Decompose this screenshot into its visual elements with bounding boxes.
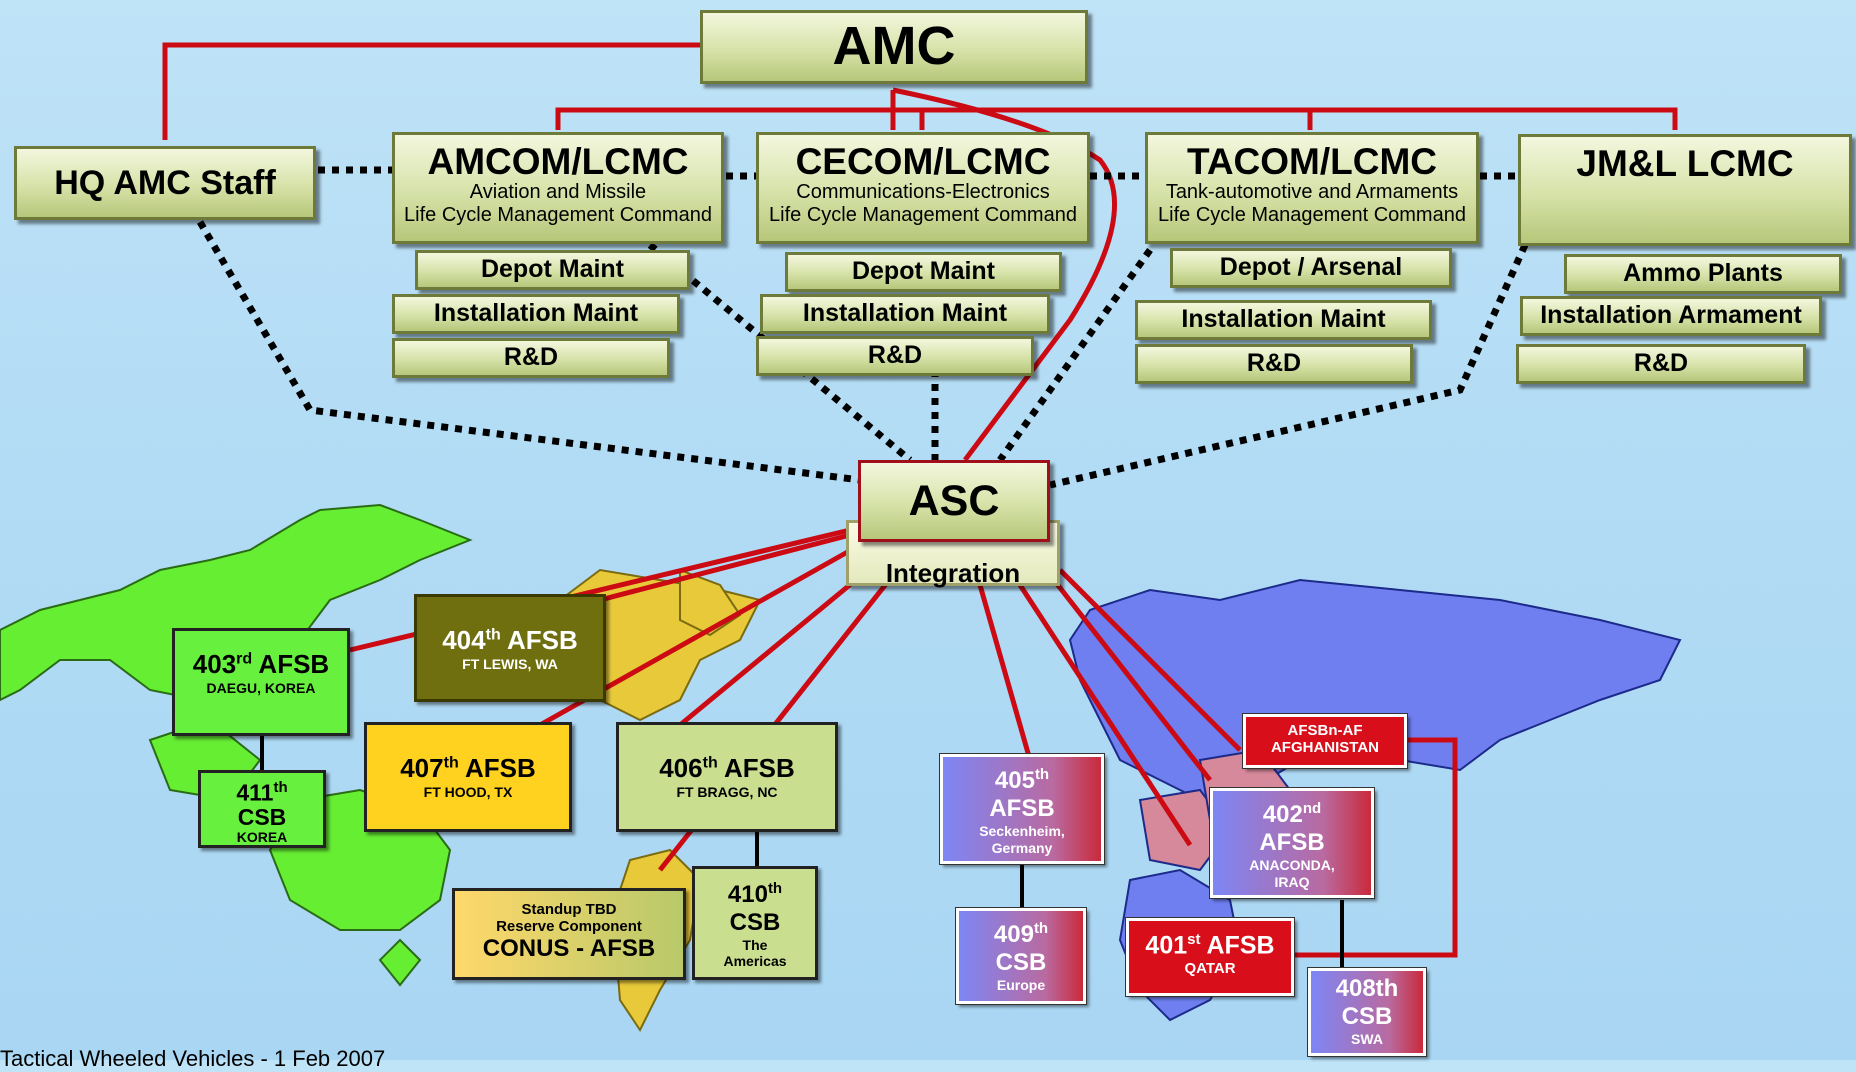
afsb-407-location: FT HOOD, TX [423, 784, 513, 800]
csb-410-line1: The [742, 937, 768, 953]
amcom-rd-label: R&D [503, 343, 559, 371]
tacom-depot-box: Depot / Arsenal [1170, 248, 1452, 288]
amcom-depot-box: Depot Maint [415, 250, 690, 290]
jml-ammo-box: Ammo Plants [1564, 254, 1842, 294]
jml-title: JM&L LCMC [1576, 143, 1794, 184]
conus-afsb-box: Standup TBD Reserve Component CONUS - AF… [452, 888, 686, 980]
cecom-box: CECOM/LCMC Communications-Electronics Li… [756, 132, 1090, 244]
jml-installation-label: Installation Armament [1540, 301, 1802, 329]
csb-410-box: 410th CSB The Americas [692, 866, 818, 980]
tacom-depot-label: Depot / Arsenal [1219, 253, 1403, 281]
afsb-404-name: 404th AFSB [442, 625, 578, 655]
cecom-rd-box: R&D [756, 336, 1034, 376]
amcom-line1: Aviation and Missile [469, 181, 647, 203]
afsbn-af-box: AFSBn-AF AFGHANISTAN [1242, 713, 1408, 769]
afsb-402-type: AFSB [1259, 829, 1325, 856]
tacom-line2: Life Cycle Management Command [1158, 204, 1466, 226]
amcom-rd-box: R&D [392, 338, 670, 378]
tacom-box: TACOM/LCMC Tank-automotive and Armaments… [1145, 132, 1479, 244]
tacom-installation-label: Installation Maint [1181, 305, 1386, 333]
cecom-rd-label: R&D [867, 341, 923, 369]
hq-amc-staff-box: HQ AMC Staff [14, 146, 316, 220]
amcom-box: AMCOM/LCMC Aviation and Missile Life Cyc… [392, 132, 724, 244]
csb-409-box: 409th CSB Europe [955, 907, 1087, 1005]
csb-408-name: 408th [1335, 975, 1399, 1002]
afsbn-af-line2: AFGHANISTAN [1270, 739, 1380, 756]
afsb-402-box: 402nd AFSB ANACONDA, IRAQ [1209, 787, 1375, 899]
afsbn-af-line1: AFSBn-AF [1287, 722, 1363, 739]
csb-410-type: CSB [729, 909, 781, 936]
cecom-title: CECOM/LCMC [795, 141, 1051, 182]
jml-rd-box: R&D [1516, 344, 1806, 384]
jml-box: JM&L LCMC [1518, 134, 1852, 246]
amc-label: AMC [832, 16, 956, 76]
conus-line1: Standup TBD [521, 901, 617, 918]
afsb-403-location: DAEGU, KOREA [206, 680, 316, 696]
afsb-401-location: QATAR [1184, 960, 1236, 978]
amcom-line2: Life Cycle Management Command [404, 204, 712, 226]
hq-amc-staff-label: HQ AMC Staff [54, 164, 276, 202]
tacom-line1: Tank-automotive and Armaments [1165, 181, 1459, 203]
afsb-405-line2: Germany [991, 840, 1053, 856]
cecom-line2: Life Cycle Management Command [769, 204, 1077, 226]
amcom-installation-label: Installation Maint [433, 299, 639, 327]
afsb-404-box: 404th AFSB FT LEWIS, WA [414, 594, 606, 702]
tacom-title: TACOM/LCMC [1186, 141, 1438, 182]
conus-title: CONUS - AFSB [482, 935, 656, 962]
afsb-401-box: 401st AFSB QATAR [1125, 917, 1295, 997]
amc-box: AMC [700, 10, 1088, 84]
afsb-406-box: 406th AFSB FT BRAGG, NC [616, 722, 838, 832]
tacom-rd-label: R&D [1246, 349, 1302, 377]
csb-409-type: CSB [995, 949, 1047, 976]
cecom-depot-label: Depot Maint [851, 257, 996, 285]
afsb-402-name: 402nd [1262, 800, 1322, 828]
asc-box: ASC [858, 460, 1050, 542]
jml-rd-label: R&D [1633, 349, 1689, 377]
afsb-405-line1: Seckenheim, [979, 823, 1065, 839]
integration-label: Integration [885, 558, 1021, 588]
asc-label: ASC [908, 477, 1000, 525]
afsb-403-name: 403rd AFSB [192, 649, 330, 679]
amcom-installation-box: Installation Maint [392, 294, 680, 334]
csb-411-name: 411th [236, 779, 288, 806]
csb-408-type: CSB [1341, 1003, 1393, 1030]
afsb-402-line1: ANACONDA, [1249, 857, 1335, 873]
afsb-406-name: 406th AFSB [659, 753, 795, 783]
csb-410-name: 410th [727, 880, 783, 908]
jml-installation-box: Installation Armament [1520, 296, 1822, 336]
cecom-depot-box: Depot Maint [785, 252, 1062, 292]
cecom-installation-box: Installation Maint [760, 294, 1050, 334]
conus-line2: Reserve Component [496, 918, 642, 935]
afsb-407-name: 407th AFSB [400, 753, 536, 783]
europe-asia-map [1068, 578, 1682, 1022]
afsb-402-line2: IRAQ [1274, 874, 1310, 890]
csb-408-box: 408th CSB SWA [1307, 967, 1427, 1057]
csb-409-name: 409th [993, 920, 1049, 948]
jml-ammo-label: Ammo Plants [1623, 259, 1783, 287]
csb-411-box: 411th CSB KOREA [198, 770, 326, 848]
csb-410-line2: Americas [723, 953, 787, 969]
afsb-406-location: FT BRAGG, NC [676, 784, 778, 800]
afsb-405-type: AFSB [989, 795, 1055, 822]
afsb-404-location: FT LEWIS, WA [462, 656, 558, 672]
tacom-rd-box: R&D [1135, 344, 1413, 384]
tacom-installation-box: Installation Maint [1135, 300, 1432, 340]
cecom-installation-label: Installation Maint [802, 299, 1008, 327]
csb-411-type: CSB [237, 803, 287, 830]
afsb-403-box: 403rd AFSB DAEGU, KOREA [172, 628, 350, 736]
amcom-depot-label: Depot Maint [480, 255, 625, 283]
afsb-405-box: 405th AFSB Seckenheim, Germany [939, 753, 1105, 865]
afsb-407-box: 407th AFSB FT HOOD, TX [364, 722, 572, 832]
csb-408-location: SWA [1351, 1031, 1383, 1047]
cecom-line1: Communications-Electronics [796, 181, 1050, 203]
afsb-401-name: 401st AFSB [1145, 931, 1275, 960]
amcom-title: AMCOM/LCMC [427, 141, 689, 182]
footer-caption: Tactical Wheeled Vehicles - 1 Feb 2007 [0, 1046, 386, 1071]
csb-411-location: KOREA [236, 828, 288, 845]
csb-409-location: Europe [996, 977, 1046, 993]
afsb-405-name: 405th [994, 766, 1050, 794]
